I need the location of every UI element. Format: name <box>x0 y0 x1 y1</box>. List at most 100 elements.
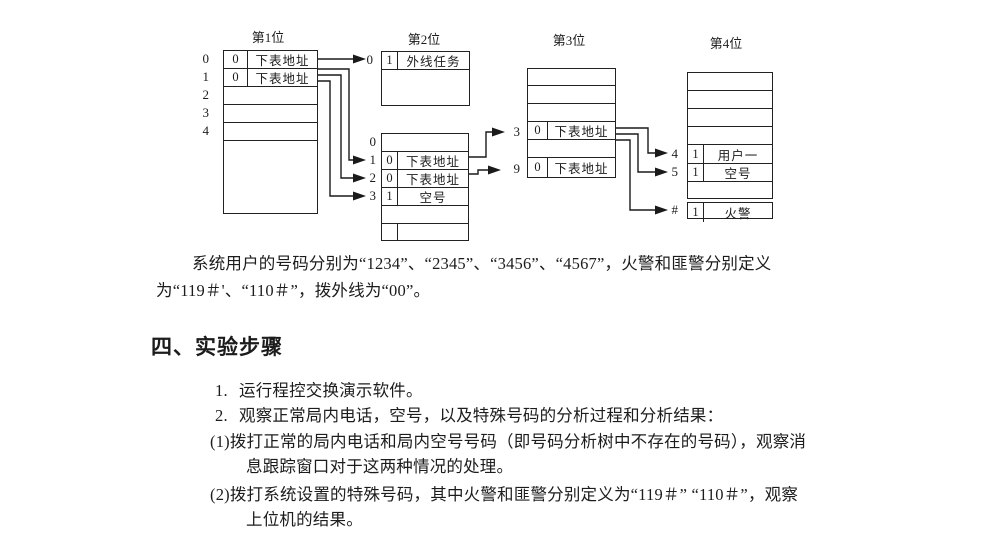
row-index-label: 0 <box>369 134 377 149</box>
table-row <box>224 123 317 141</box>
table-row: 1 火警 <box>688 203 772 222</box>
table-row <box>688 182 772 198</box>
cell-text: 下表地址 <box>554 124 609 139</box>
table-row: 0 下表地址 <box>528 158 615 177</box>
connector-line <box>317 74 353 179</box>
table-row <box>382 224 468 240</box>
digit4-title: 第4位 <box>709 36 743 51</box>
connector-line <box>616 133 655 173</box>
table-row <box>382 134 468 152</box>
row-index-label: 2 <box>202 87 210 102</box>
cell-text <box>398 224 468 240</box>
substep-1-line2: 息跟踪窗口对于这两种情况的处理。 <box>246 457 514 476</box>
arrow-head <box>655 205 668 215</box>
cell-text: 下表地址 <box>255 54 310 68</box>
step-text: 运行程控交换演示软件。 <box>239 381 423 400</box>
step-item-1: 1. 运行程控交换演示软件。 <box>215 380 423 402</box>
cell-text: 用户一 <box>717 148 759 163</box>
connector-arrows <box>317 54 668 215</box>
flag-cell: 0 <box>528 121 548 139</box>
table-row <box>528 140 615 158</box>
table-row: 0 下表地址 <box>224 51 317 69</box>
row-index-label: 3 <box>202 105 210 120</box>
arrow-head <box>353 173 366 183</box>
table-row <box>528 69 615 87</box>
flag-cell: 1 <box>688 145 704 163</box>
connector-line <box>616 139 655 211</box>
step-item-2: 2. 观察正常局内电话，空号，以及特殊号码的分析过程和分析结果： <box>215 405 723 427</box>
cell-text: 火警 <box>724 207 752 221</box>
table-row: 0 下表地址 <box>382 152 468 170</box>
arrow-head <box>353 155 366 165</box>
section-heading: 四、实验步骤 <box>151 336 283 359</box>
digit2-top-table: 1 外线任务 <box>381 51 470 106</box>
cell-text: 下表地址 <box>405 173 460 187</box>
flag-cell: 0 <box>382 170 398 187</box>
table-row: 1 空号 <box>382 188 468 206</box>
digit4-table: 1 用户一 1 空号 <box>687 72 773 199</box>
substep-text: 拨打正常的局内电话和局内空号号码（即号码分析树中不存在的号码），观察消 <box>229 432 807 451</box>
arrow-head <box>353 191 366 201</box>
arrow-head <box>488 165 501 175</box>
connector-line <box>616 127 655 154</box>
arrow-head <box>655 148 668 158</box>
arrow-head <box>655 167 668 177</box>
cell-text: 下表地址 <box>255 72 310 86</box>
intro-paragraph-line2: 为“119＃'、“110＃”，拨外线为“00”。 <box>156 281 431 300</box>
flag-cell: 0 <box>224 69 248 86</box>
substep-number: (1) <box>210 432 230 451</box>
digit4-hash-row: 1 火警 <box>687 202 773 222</box>
row-index-label: 0 <box>202 51 210 66</box>
table-row <box>688 127 772 145</box>
cell-text: 下表地址 <box>554 162 609 176</box>
table-row <box>224 105 317 123</box>
table-row <box>382 70 469 105</box>
step-text: 观察正常局内电话，空号，以及特殊号码的分析过程和分析结果： <box>239 406 724 425</box>
table-row: 0 下表地址 <box>528 121 615 140</box>
table-row: 1 空号 <box>688 164 772 182</box>
table-row <box>224 141 317 213</box>
table-row: 0 下表地址 <box>382 170 468 188</box>
cell-text: 下表地址 <box>405 155 460 169</box>
table-row <box>528 86 615 104</box>
substep-1-line1: (1)拨打正常的局内电话和局内空号号码（即号码分析树中不存在的号码），观察消 <box>210 431 806 453</box>
table-row <box>688 73 772 91</box>
table-row <box>528 104 615 122</box>
substep-number: (2) <box>210 485 230 504</box>
cell-text: 外线任务 <box>406 55 461 69</box>
row-index-label: 4 <box>671 146 679 161</box>
row-index-label: 3 <box>369 188 377 203</box>
row-index-label: 1 <box>202 69 210 84</box>
substep-2-line2: 上位机的结果。 <box>246 510 363 529</box>
digit3-table: 0 下表地址 0 下表地址 <box>527 68 616 178</box>
flag-cell <box>382 224 398 240</box>
flag-cell: 0 <box>224 51 248 68</box>
connector-line <box>317 80 353 197</box>
row-index-label: 9 <box>513 161 521 176</box>
row-index-label: 3 <box>513 124 521 139</box>
table-row <box>382 206 468 224</box>
flag-cell: 0 <box>382 152 398 169</box>
flag-cell: 1 <box>382 188 398 205</box>
table-row: 1 用户一 <box>688 145 772 164</box>
substep-text: 拨打系统设置的特殊号码，其中火警和匪警分别定义为“119＃” “110＃”，观察 <box>229 485 799 504</box>
table-row <box>224 87 317 105</box>
row-index-label: 5 <box>671 164 679 179</box>
digit2-title: 第2位 <box>407 32 441 47</box>
table-row <box>688 91 772 109</box>
flag-cell: 1 <box>382 52 398 69</box>
flag-cell: 0 <box>528 158 548 177</box>
intro-paragraph-line1: 系统用户的号码分别为“1234”、“2345”、“3456”、“4567”，火警… <box>192 254 772 273</box>
connector-line <box>469 131 492 158</box>
table-row: 0 下表地址 <box>224 69 317 87</box>
digit2-bottom-table: 0 下表地址 0 下表地址 1 空号 <box>381 133 469 241</box>
connector-line <box>317 68 353 161</box>
step-number: 1. <box>215 381 228 400</box>
table-row <box>688 109 772 127</box>
arrow-head <box>492 127 505 137</box>
table-row: 1 外线任务 <box>382 52 469 70</box>
step-number: 2. <box>215 406 228 425</box>
connector-line <box>469 169 488 175</box>
row-index-label: 2 <box>369 170 377 185</box>
